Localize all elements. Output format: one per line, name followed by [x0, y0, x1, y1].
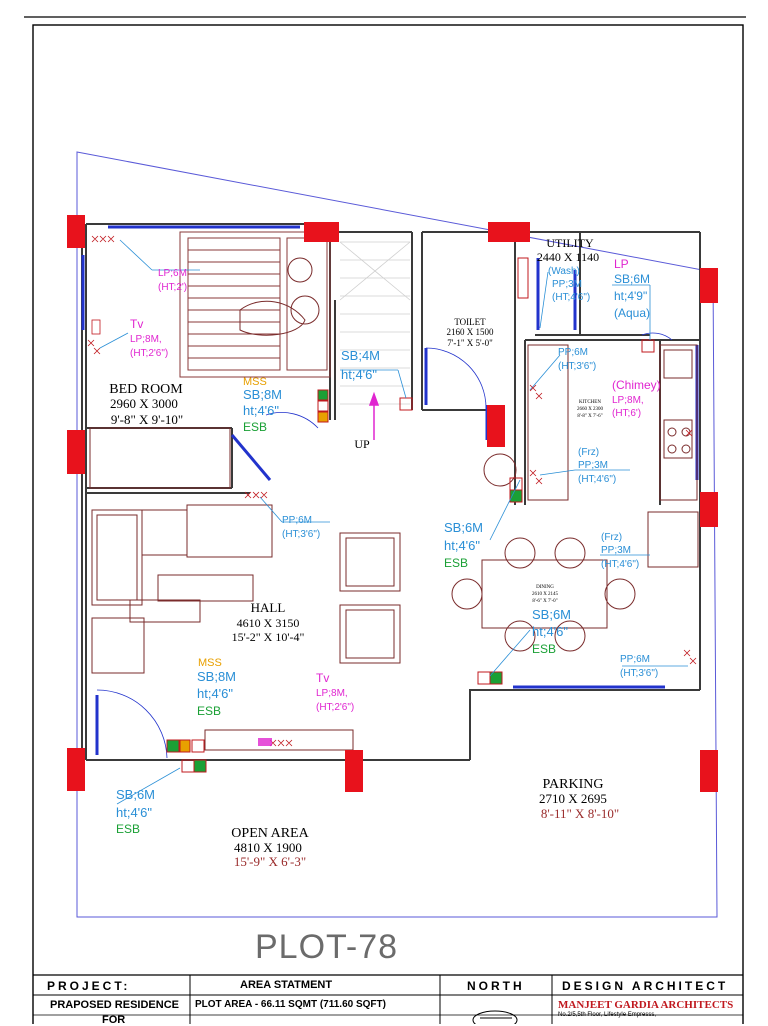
hall-tv-1: Tv: [316, 671, 329, 685]
bed-ht: ht;4'6": [243, 403, 279, 418]
dining-name: DINING: [536, 585, 554, 590]
bed-room-name: BED ROOM: [109, 382, 183, 397]
wash-2: PP;3M: [552, 279, 582, 290]
toilet-ft: 7'-1" X 5'-0": [447, 338, 493, 348]
hall-mss: MSS: [198, 657, 222, 669]
hall-name: HALL: [251, 600, 286, 615]
dining-ft: 8'-6" X 7'-0": [532, 599, 557, 604]
furniture: [89, 257, 699, 751]
area-statement-label: AREA STATMENT: [240, 979, 333, 991]
entry-sb-2: ht;4'6": [116, 805, 152, 820]
chimney-3: (HT;6'): [612, 408, 641, 419]
chimney-2: LP;8M,: [612, 395, 644, 406]
parking-name: PARKING: [543, 777, 604, 792]
frz1-3: (HT;4'6"): [578, 474, 616, 485]
bed-tv-2: LP;8M,: [130, 334, 162, 345]
bed-lp-2: (HT;2'): [158, 282, 187, 293]
util-lp: LP: [614, 257, 629, 271]
toilet-mm: 2160 X 1500: [447, 327, 494, 337]
structural-columns: [67, 215, 718, 792]
kitchen-name: KITCHEN: [579, 400, 601, 405]
hall-tv-3: (HT;2'6"): [316, 702, 354, 713]
tv-symbol: [258, 738, 272, 746]
bed-esb: ESB: [243, 420, 267, 434]
staircase: [179, 231, 331, 378]
hall-ht: ht;4'6": [197, 686, 233, 701]
bed-room-mm: 2960 X 3000: [110, 396, 178, 411]
kitchen-ft: 8'-8" X 7'-6": [577, 414, 602, 419]
hall-esb: ESB: [197, 704, 221, 718]
project-label: PROJECT:: [47, 979, 131, 993]
util-ht: ht;4'9": [614, 289, 647, 303]
fixtures-marks: [87, 235, 697, 747]
stair-sb: SB;4M: [341, 348, 380, 363]
switch-boxes: [166, 257, 655, 773]
toilet-name: TOILET: [454, 317, 486, 327]
util-aqua: (Aqua): [614, 306, 650, 320]
bed-tv-3: (HT;2'6"): [130, 348, 168, 359]
sheet-border: [24, 16, 746, 1024]
open-area-mm: 4810 X 1900: [234, 840, 302, 855]
dining-mm: 2610 X 2145: [532, 592, 559, 597]
frz2-2: PP;3M: [601, 545, 631, 556]
hall-pp-2: (HT;3'6"): [282, 529, 320, 540]
wash-1: (Wash): [548, 266, 580, 277]
dining-sb-3: ESB: [444, 556, 468, 570]
kit-pp-1: PP;6M: [558, 347, 588, 358]
bed-room-ft: 9'-8" X 9'-10": [111, 412, 183, 427]
design-architect-label: DESIGN ARCHITECT: [562, 979, 729, 993]
right-pp-1: PP;6M: [620, 654, 650, 665]
bed-mss: MSS: [243, 376, 267, 388]
kit-pp-2: (HT;3'6"): [558, 361, 596, 372]
parking-mm: 2710 X 2695: [539, 791, 607, 806]
north-symbol: [472, 1010, 518, 1024]
title-block-grid: [33, 974, 743, 1024]
open-area-name: OPEN AREA: [231, 826, 309, 841]
windows: [81, 225, 699, 755]
utility-name: UTILITY: [546, 236, 594, 250]
walls: [81, 223, 701, 761]
kitchen-mm: 2660 X 2300: [577, 407, 604, 412]
architect-name: MANJEET GARDIA ARCHITECTS: [558, 999, 734, 1011]
bed-lp-1: LP;6M: [158, 268, 187, 279]
project-value: PRAPOSED RESIDENCE: [50, 999, 179, 1011]
frz1-2: PP;3M: [578, 460, 608, 471]
chimney-1: (Chimey): [612, 378, 661, 392]
util-sb: SB;6M: [614, 272, 650, 286]
door-swings: [96, 332, 673, 759]
frz2-3: (HT;4'6"): [601, 559, 639, 570]
bed-sb: SB;8M: [243, 387, 282, 402]
stair-ht: ht;4'6": [341, 367, 377, 382]
hall-tv-2: LP;8M,: [316, 688, 348, 699]
hall-sb: SB;8M: [197, 669, 236, 684]
leader-lines: [99, 239, 688, 805]
entry-sb-3: ESB: [116, 822, 140, 836]
project-value-2: FOR: [102, 1014, 126, 1026]
architect-address: No.2/5,5th Floor, Lifestyle Empresss,: [558, 1012, 657, 1018]
right-pp-2: (HT;3'6"): [620, 668, 658, 679]
hall-ft: 15'-2" X 10'-4": [232, 630, 305, 644]
open-area-ft: 15'-9" X 6'-3": [234, 854, 306, 869]
plot-area: PLOT AREA - 66.11 SQMT (711.60 SQFT): [195, 999, 386, 1010]
stair-upper: [339, 241, 411, 405]
parking-ft: 8'-11" X 8'-10": [541, 806, 619, 821]
stair-up-label: UP: [354, 437, 370, 451]
dining-sb-1: SB;6M: [444, 520, 483, 535]
hall-pp-1: PP;6M: [282, 515, 312, 526]
utility-mm: 2440 X 1140: [537, 250, 599, 264]
frz1-1: (Frz): [578, 447, 599, 458]
entry-sb-1: SB;6M: [116, 787, 155, 802]
up-arrow: [368, 391, 380, 440]
dining2-sb-1: SB;6M: [532, 607, 571, 622]
frz2-1: (Frz): [601, 532, 622, 543]
north-label: NORTH: [467, 979, 525, 993]
dining-sb-2: ht;4'6": [444, 538, 480, 553]
dining2-sb-3: ESB: [532, 642, 556, 656]
wash-3: (HT;4'6"): [552, 292, 590, 303]
dining2-sb-2: ht;4'6": [532, 624, 568, 639]
bed-tv-1: Tv: [130, 317, 143, 331]
hall-mm: 4610 X 3150: [237, 616, 300, 630]
plot-title: PLOT-78: [255, 928, 399, 966]
